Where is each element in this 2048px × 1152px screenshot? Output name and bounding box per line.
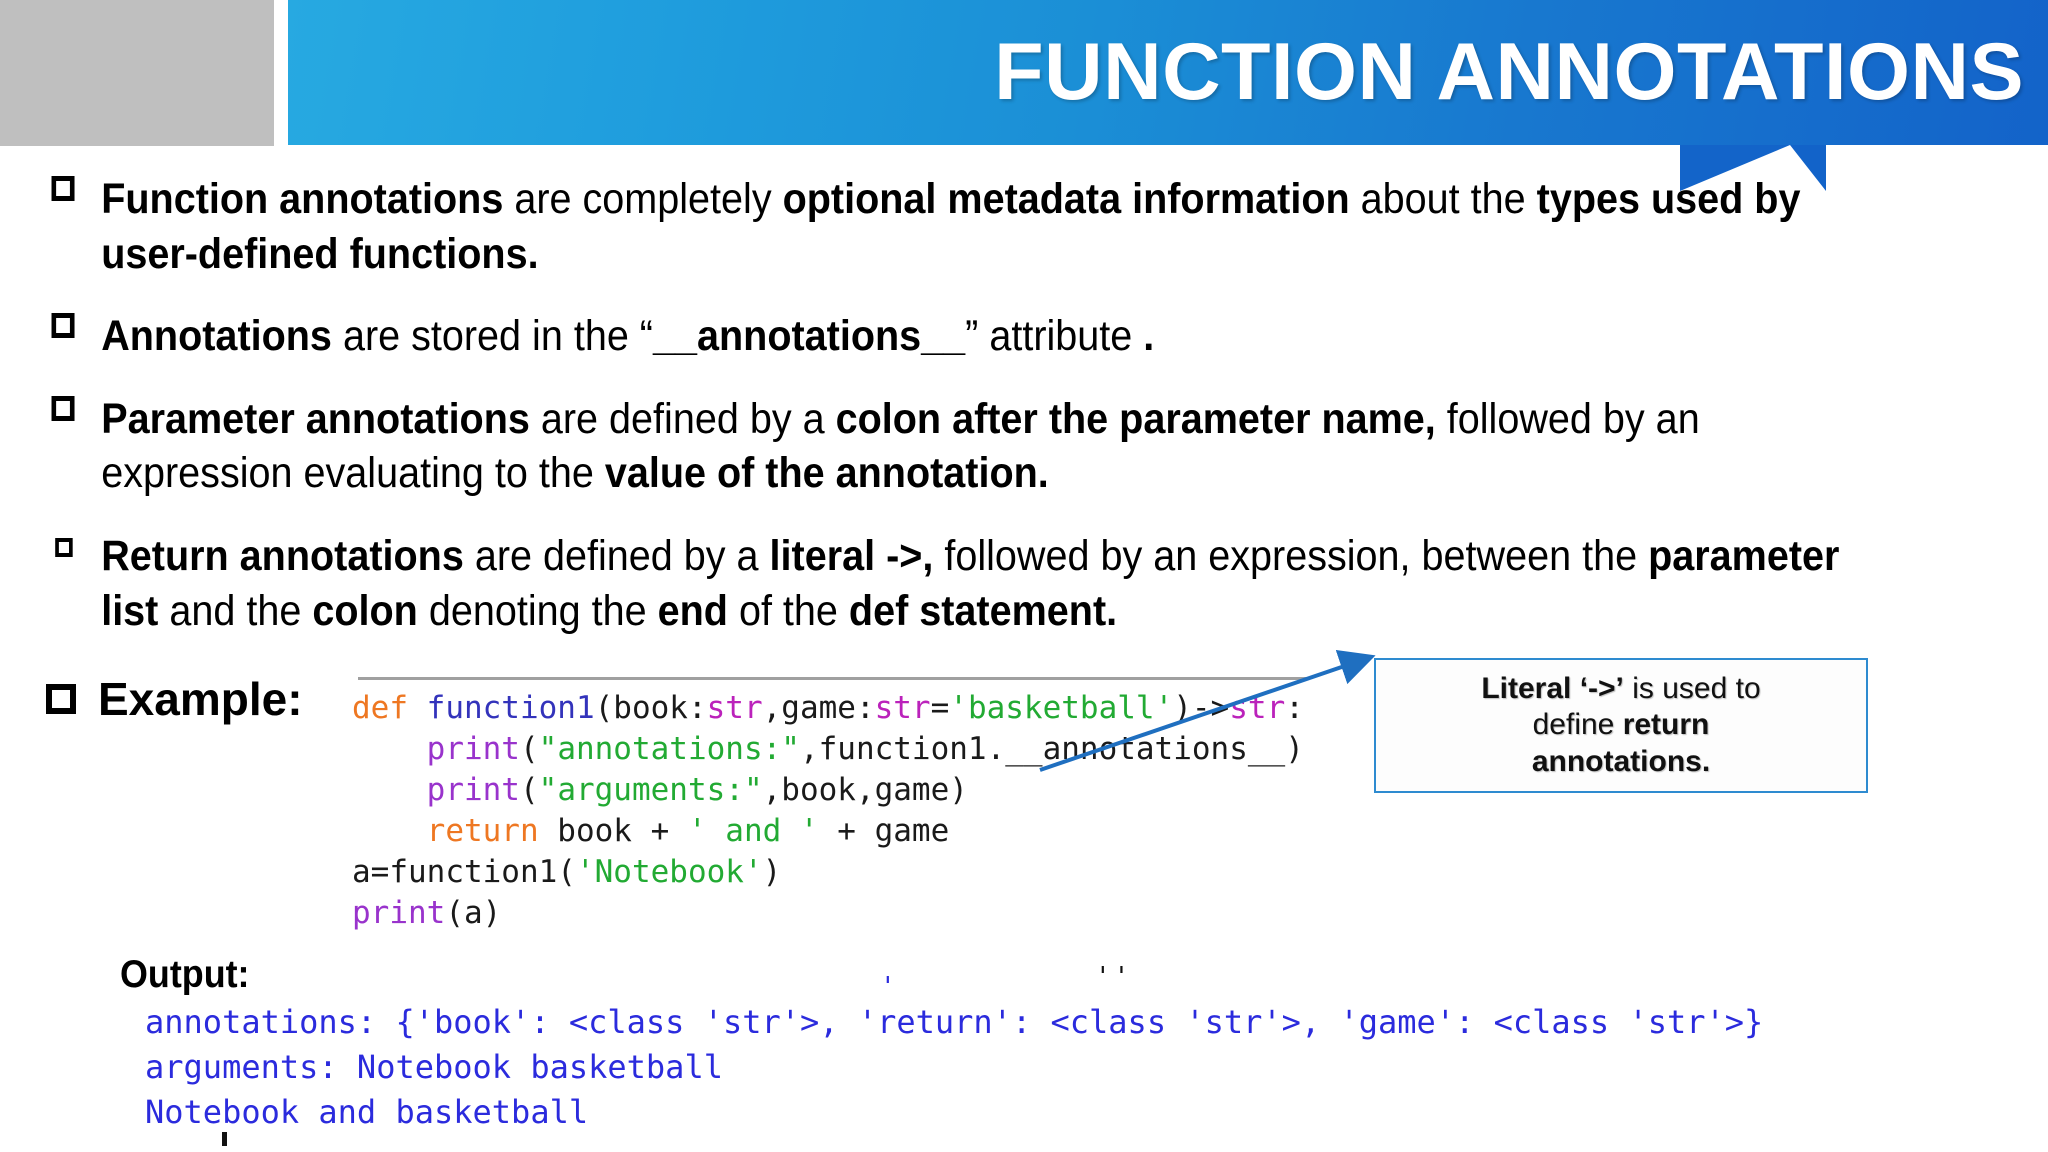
hollow-square-bullet-icon [51, 395, 75, 421]
code-token: function1 [426, 690, 595, 726]
stray-tick-mark [222, 1132, 227, 1146]
example-row: Example: [46, 672, 2046, 752]
output-text: annotations: {'book': <class 'str'>, 're… [145, 1000, 1763, 1135]
bullet-text-segment: types used by user-defined functions. [101, 175, 1801, 278]
slide-header: FUNCTION ANNOTATIONS [0, 0, 2048, 191]
callout-line: annotations. [1532, 744, 1710, 781]
banner-tail-shape [1680, 145, 1790, 191]
callout-arrow-icon [1039, 650, 1376, 772]
code-token: (a) [445, 895, 502, 931]
code-token [352, 731, 427, 767]
hollow-square-bullet-small-icon [55, 538, 73, 558]
stray-apostrophe-mark: ' [880, 972, 896, 1002]
page-title: FUNCTION ANNOTATIONS [994, 27, 2024, 117]
code-line: print("annotations:",function1.__annotat… [352, 729, 1304, 770]
callout-line: define return [1533, 707, 1710, 744]
bullet-text-segment: Annotations [101, 312, 332, 361]
code-token: print [352, 895, 446, 931]
bullet-text-segment: colon [312, 586, 418, 635]
output-line: Notebook and basketball [145, 1093, 589, 1131]
bullet-text-segment: of the [727, 586, 849, 635]
callout-text-segment: define [1532, 708, 1623, 742]
callout-text-segment: return [1622, 708, 1710, 742]
code-token: + game [818, 813, 950, 849]
bullet-text-segment: value of the annotation. [604, 449, 1049, 498]
bullet-text-segment: denoting the [417, 586, 658, 635]
code-line: def function1(book:str,game:str='basketb… [352, 688, 1304, 729]
banner-tail-shape-secondary [1790, 145, 1826, 191]
slide-body: Function annotations are completely opti… [0, 172, 2048, 638]
code-token: 'basketball' [949, 690, 1174, 726]
bullet-text-segment: def statement. [848, 586, 1118, 635]
code-token: str [706, 690, 763, 726]
bullet-text-segment: Return annotations [101, 532, 464, 581]
code-token: : [1285, 690, 1304, 726]
code-block: def function1(book:str,game:str='basketb… [352, 688, 1304, 934]
bullet-text-segment: . [1143, 312, 1155, 361]
bullet-text-segment: are completely [503, 175, 783, 223]
output-line: annotations: {'book': <class 'str'>, 're… [145, 1003, 1764, 1041]
bullet-item: Parameter annotations are defined by a c… [46, 392, 1888, 501]
code-token: a=function1( [352, 854, 576, 890]
code-token: print [426, 772, 520, 808]
callout-line: Literal ‘->’ is used to [1481, 671, 1760, 708]
code-token: "arguments:" [538, 772, 763, 808]
code-token: 'Notebook' [575, 854, 763, 890]
callout-text-segment: Literal ‘->’ [1481, 671, 1624, 705]
code-token: ( [519, 772, 539, 808]
code-token: return [426, 813, 539, 849]
hollow-square-bullet-icon [51, 176, 75, 201]
output-line: arguments: Notebook basketball [145, 1048, 723, 1086]
bullet-text-segment: parameter list [101, 532, 1840, 635]
code-line: print(a) [352, 893, 1304, 934]
bullet-text-segment: followed by an expression evaluating to … [101, 394, 1700, 498]
hollow-square-bullet-icon [46, 684, 76, 714]
bullet-text-segment: followed by an expression, between the [933, 532, 1649, 581]
code-token: = [930, 690, 950, 726]
code-token [352, 813, 427, 849]
code-line: return book + ' and ' + game [352, 811, 1304, 852]
callout-text-segment: annotations. [1531, 744, 1711, 778]
code-token: ,function1.__annotations__) [799, 731, 1304, 767]
code-token: (book: [594, 690, 707, 726]
bullet-text-segment: are defined by a [529, 394, 836, 443]
bullet-item: Function annotations are completely opti… [46, 172, 1888, 281]
bullet-text-segment: are stored in the “ [331, 312, 653, 361]
output-label: Output: [120, 953, 250, 996]
bullet-text-segment: optional metadata information [782, 175, 1350, 223]
bullet-text-segment: colon after the parameter name, [835, 394, 1436, 443]
code-line: a=function1('Notebook') [352, 852, 1304, 893]
bullet-text-segment: __annotations__ [652, 312, 966, 361]
code-token: print [426, 731, 520, 767]
bullet-text-segment: about the [1349, 175, 1537, 223]
code-token: ' and ' [687, 813, 819, 849]
bullet-text-segment: literal ->, [769, 532, 934, 581]
example-label: Example: [98, 673, 303, 725]
bullet-text-segment: and the [158, 586, 313, 635]
code-line: print("arguments:",book,game) [352, 770, 1304, 811]
bullet-text-segment: end [657, 586, 728, 635]
hollow-square-bullet-icon [51, 313, 75, 339]
callout-text-segment: is used to [1623, 671, 1761, 705]
bullet-text-segment: ” attribute [965, 312, 1144, 361]
code-token: str [874, 690, 931, 726]
code-token: book + [538, 813, 688, 849]
bullet-text-segment: are defined by a [463, 532, 770, 581]
stray-quote-marks: '' [1095, 962, 1133, 992]
bullet-text-segment: Function annotations [101, 175, 504, 223]
code-token: ( [519, 731, 539, 767]
header-gray-block [0, 0, 274, 146]
code-token: ) [762, 854, 782, 890]
code-top-rule [358, 677, 1308, 680]
code-token: "annotations:" [538, 731, 800, 767]
code-token: ,game: [762, 690, 875, 726]
code-token: def [352, 690, 427, 726]
bullet-item: Return annotations are defined by a lite… [46, 529, 1888, 638]
code-token: ,book,game) [762, 772, 968, 808]
bullet-text-segment: Parameter annotations [101, 394, 530, 443]
header-banner [288, 0, 2048, 145]
bullet-item: Annotations are stored in the “__annotat… [46, 309, 1888, 364]
code-token [352, 772, 427, 808]
